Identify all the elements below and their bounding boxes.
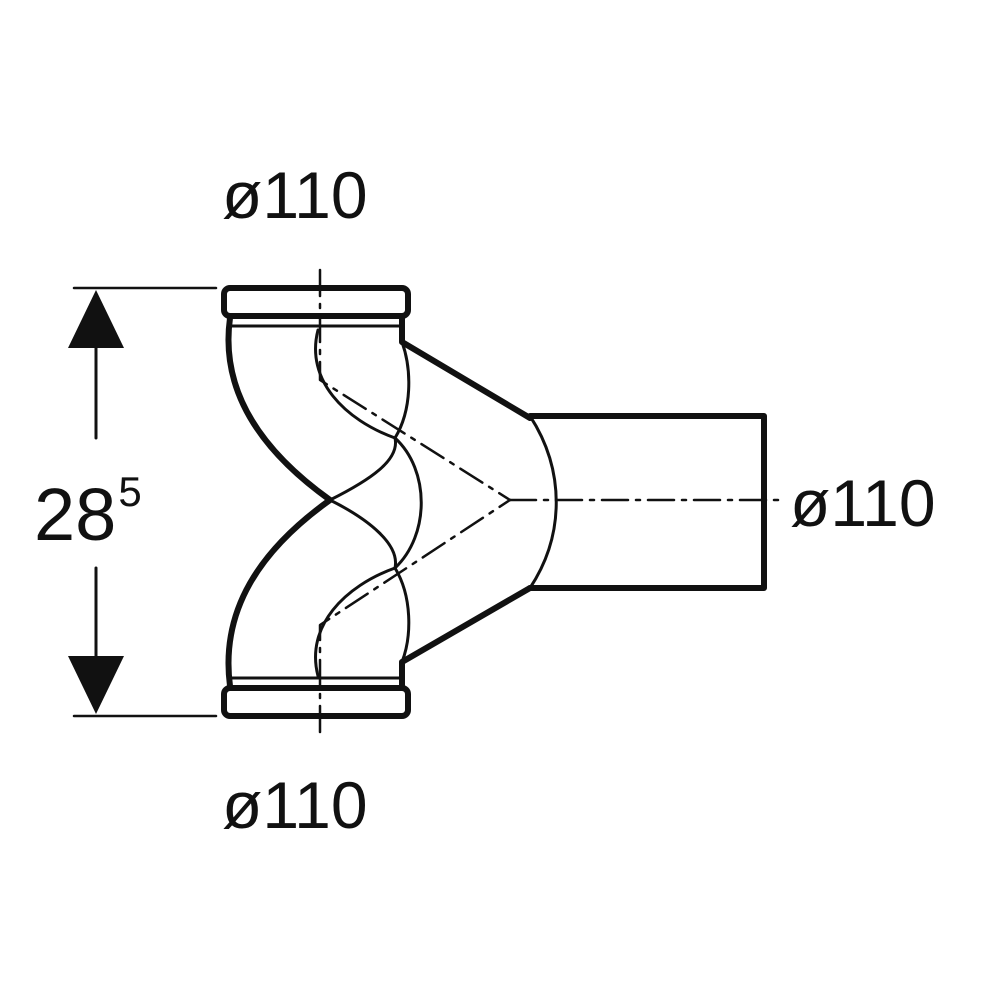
centerline-branch-bottom	[318, 498, 512, 734]
outlet-pipe	[527, 413, 767, 591]
top-socket-collar	[221, 285, 411, 319]
intersection-curve-right	[528, 414, 558, 590]
inner-bend-top	[314, 328, 411, 440]
bottom-diameter-label: ø110	[222, 768, 368, 842]
inner-crossing-curve	[328, 436, 398, 570]
body-outer-left-bottom	[225, 497, 333, 689]
dimension-arrow-down	[68, 656, 124, 714]
inner-bend-bottom	[314, 566, 411, 678]
body-top-diagonal	[399, 315, 533, 421]
centerline-branch-top	[318, 268, 512, 502]
top-diameter-label: ø110	[222, 158, 368, 232]
intersection-curve-left	[393, 436, 423, 570]
bottom-socket-collar	[221, 685, 411, 719]
body-bottom-diagonal	[399, 585, 533, 689]
body-outer-left-top	[225, 315, 333, 503]
height-dimension-superscript: 5	[118, 468, 142, 515]
dimension-arrow-up	[68, 290, 124, 348]
height-dimension-label: 285	[34, 471, 142, 552]
height-dimension-main: 28	[34, 473, 117, 556]
outlet-diameter-label: ø110	[790, 466, 936, 540]
